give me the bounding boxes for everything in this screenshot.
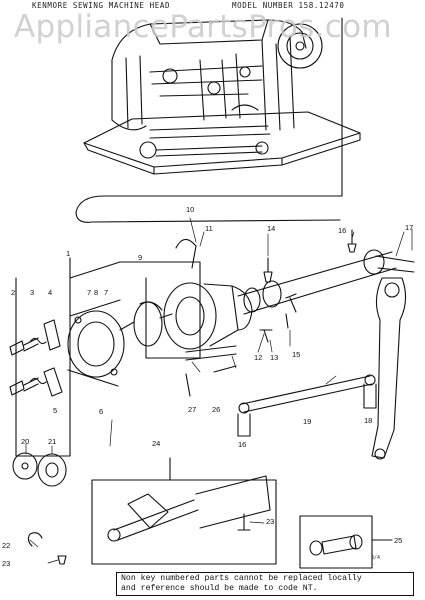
footnote-line-2: and reference should be made to code NT. (121, 584, 318, 593)
callout-16b: 16 (238, 440, 247, 449)
callout-21: 21 (48, 437, 57, 446)
callout-5: 5 (53, 406, 58, 415)
shuttle (119, 301, 173, 347)
leader-lines (25, 217, 413, 564)
main-shaft (237, 229, 415, 343)
callout-7: 7 (87, 288, 92, 297)
watermark-text: AppliancePartsPros.com (14, 9, 392, 45)
callout-20: 20 (21, 437, 30, 446)
callout-12: 12 (254, 353, 263, 362)
machine-head-illustration (75, 17, 361, 223)
callout-27: 27 (188, 405, 197, 414)
callout-19: 19 (303, 417, 312, 426)
callout-6: 6 (99, 407, 104, 416)
connecting-rod (371, 277, 407, 460)
footnote-box: Non key numbered parts cannot be replace… (116, 572, 414, 596)
hook-assembly (163, 238, 253, 350)
callout-9: 9 (138, 253, 143, 262)
callout-23b: 23 (2, 559, 11, 568)
small-parts-22-23 (27, 532, 67, 565)
callout-26: 26 (212, 405, 221, 414)
callout-15: 15 (292, 350, 301, 359)
callout-22: 22 (2, 541, 11, 550)
rock-shaft (185, 345, 377, 437)
callout-8: 8 (94, 288, 99, 297)
callout-7b: 7 (104, 288, 109, 297)
header-brand: KENMORE SEWING MACHINE HEAD (32, 1, 171, 10)
callout-24: 24 (152, 439, 161, 448)
bracket-group-1 (15, 257, 201, 457)
callout-17: 17 (405, 223, 414, 232)
callout-2: 2 (11, 288, 16, 297)
shuttle-plate (67, 299, 125, 387)
callout-1: 1 (66, 249, 71, 258)
footnote-line-1: Non key numbered parts cannot be replace… (121, 574, 362, 583)
callout-23: 23 (266, 517, 275, 526)
callout-3: 3 (30, 288, 35, 297)
bracket-group-24 (91, 457, 277, 565)
callout-14: 14 (267, 224, 276, 233)
page-mark: 3/4 (371, 555, 381, 561)
callout-4: 4 (48, 288, 53, 297)
bracket-group-25 (299, 515, 393, 569)
bobbins (12, 452, 67, 487)
adjusting-screws (9, 319, 63, 397)
callout-11: 11 (205, 224, 213, 233)
callout-13: 13 (270, 353, 279, 362)
callout-25: 25 (394, 536, 403, 545)
callout-10: 10 (186, 205, 195, 214)
callout-16: 16 (338, 226, 347, 235)
header-model: MODEL NUMBER 158.12470 (232, 1, 345, 10)
callout-18: 18 (364, 416, 373, 425)
